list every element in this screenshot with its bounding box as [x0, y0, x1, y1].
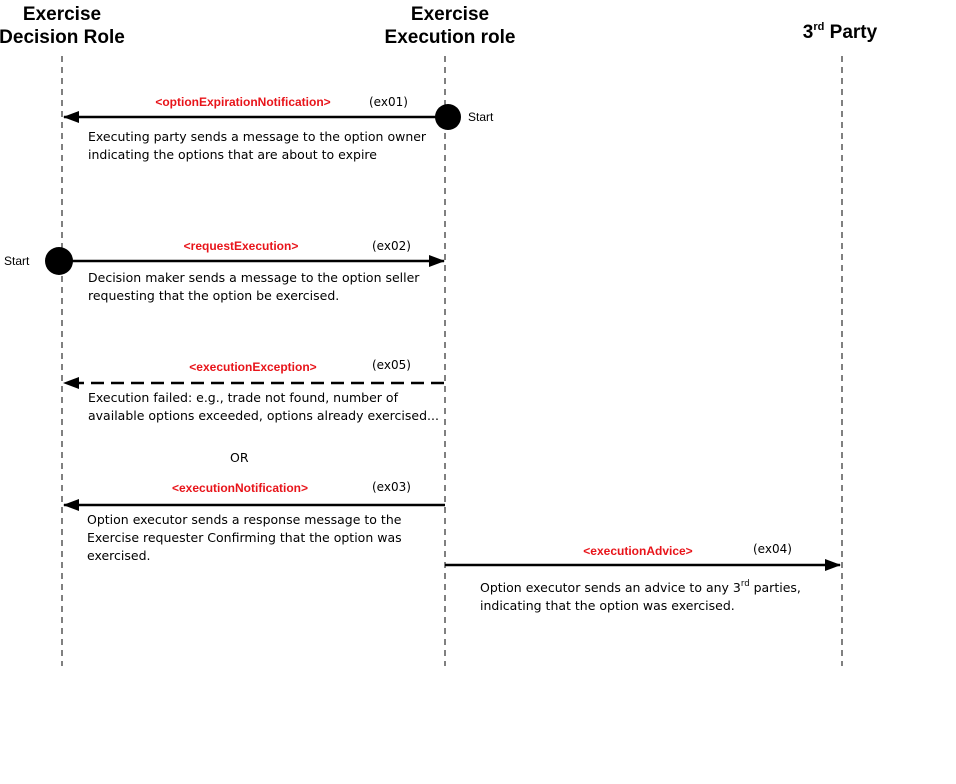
ex02-message-name: <requestExecution> [184, 239, 299, 253]
ex03-message-name: <executionNotification> [172, 481, 308, 495]
ex01-description-line1: Executing party sends a message to the o… [88, 129, 427, 144]
ex04-code: (ex04) [753, 542, 792, 556]
decision-role-header-line1: Exercise [23, 4, 101, 25]
ex01-description-line2: indicating the options that are about to… [88, 147, 377, 162]
ex02-description-line1: Decision maker sends a message to the op… [88, 270, 420, 285]
ex05-message-name: <executionException> [189, 360, 316, 374]
ex02-start-node [45, 247, 73, 275]
decision-role-header-line2: Decision Role [0, 27, 125, 48]
ex05-description-line1: Execution failed: e.g., trade not found,… [88, 390, 399, 405]
ex03-code: (ex03) [372, 480, 411, 494]
third-party-header: 3rd Party [803, 21, 878, 43]
ex04-description-line1: Option executor sends an advice to any 3… [480, 579, 801, 595]
ex03-description-line3: exercised. [87, 548, 151, 563]
or-label: OR [230, 450, 249, 465]
ex02-code: (ex02) [372, 239, 411, 253]
ex02-description-line2: requesting that the option be exercised. [88, 288, 339, 303]
ex04-description-line2: indicating that the option was exercised… [480, 598, 735, 613]
ex03-description-line1: Option executor sends a response message… [87, 512, 402, 527]
ex01-message-name: <optionExpirationNotification> [155, 95, 330, 109]
ex01-start-node [435, 104, 461, 130]
execution-role-header-line1: Exercise [411, 4, 489, 25]
execution-role-header-line2: Execution role [385, 27, 516, 48]
ex04-message-name: <executionAdvice> [583, 544, 692, 558]
ex03-description-line2: Exercise requester Confirming that the o… [87, 530, 402, 545]
ex05-code: (ex05) [372, 358, 411, 372]
ex01-start-label: Start [468, 110, 494, 124]
ex02-start-label: Start [4, 254, 30, 268]
ex01-code: (ex01) [369, 95, 408, 109]
ex05-description-line2: available options exceeded, options alre… [88, 408, 439, 423]
